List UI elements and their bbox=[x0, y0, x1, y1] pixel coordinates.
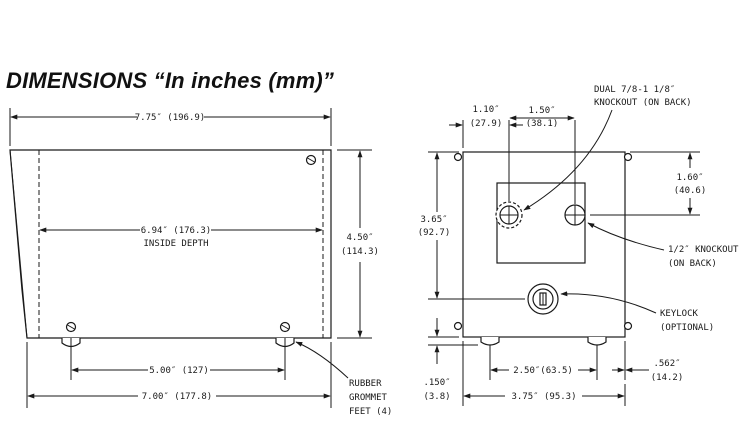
overall-width-label: 7.75″ (196.9) bbox=[135, 113, 205, 123]
page-title: DIMENSIONS “In inches (mm)” bbox=[6, 68, 335, 93]
feet-spacing-label: 5.00″ (127) bbox=[149, 366, 209, 376]
base-width-label: 7.00″ (177.8) bbox=[142, 392, 212, 402]
screw-icon bbox=[623, 321, 633, 331]
dual-knockout-label-line2: KNOCKOUT (ON BACK) bbox=[594, 98, 692, 108]
grommet-label-line3: FEET (4) bbox=[349, 407, 392, 417]
screw-icon bbox=[453, 152, 463, 162]
front-height-in: 3.65″ bbox=[420, 215, 447, 225]
screw-icon bbox=[453, 321, 463, 331]
half-knockout-label-line1: 1/2″ KNOCKOUT bbox=[668, 245, 739, 255]
half-knockout-label-line2: (ON BACK) bbox=[668, 259, 717, 269]
front-width-label: 3.75″ (95.3) bbox=[511, 392, 576, 402]
foot-offset-mm: (14.2) bbox=[651, 373, 684, 383]
inside-depth-value: 6.94″ (176.3) bbox=[141, 226, 211, 236]
inside-depth-label: INSIDE DEPTH bbox=[143, 239, 208, 249]
spacing-in: 1.50″ bbox=[528, 106, 555, 116]
screw-icon bbox=[623, 152, 633, 162]
grommet-foot-icon bbox=[587, 337, 607, 346]
screw-icon bbox=[65, 321, 77, 333]
side-height-in: 4.50″ bbox=[346, 233, 373, 243]
grommet-foot-icon bbox=[480, 337, 500, 346]
grommet-label-line1: RUBBER bbox=[349, 379, 382, 389]
screw-icon bbox=[279, 321, 291, 333]
grommet-label-line2: GROMMET bbox=[349, 393, 388, 403]
side-view: 7.75″ (196.9) 6.94″ (176.3) INSIDE DEPTH… bbox=[9, 108, 392, 417]
offset-left-mm: (27.9) bbox=[470, 119, 503, 129]
keylock-label-line1: KEYLOCK bbox=[660, 309, 699, 319]
side-view-body bbox=[9, 149, 332, 339]
front-height-mm: (92.7) bbox=[418, 228, 451, 238]
side-view-slope-edge bbox=[9, 149, 28, 339]
offset-left-in: 1.10″ bbox=[472, 105, 499, 115]
spacing-mm: (38.1) bbox=[526, 119, 559, 129]
front-view: 1.10″ (27.9) 1.50″ (38.1) DUAL 7/8-1 1/8… bbox=[418, 85, 739, 406]
dual-knockout-icon bbox=[495, 201, 523, 229]
front-feet-spacing: 2.50″(63.5) bbox=[513, 366, 573, 376]
screw-icon bbox=[305, 154, 317, 166]
half-inch-knockout-icon bbox=[564, 204, 586, 226]
side-height-mm: (114.3) bbox=[341, 247, 379, 257]
dual-knockout-label-line1: DUAL 7/8-1 1/8″ bbox=[594, 85, 675, 95]
foot-height-mm: (3.8) bbox=[423, 392, 450, 402]
keylock-icon bbox=[527, 283, 559, 315]
top-offset-mm: (40.6) bbox=[674, 186, 707, 196]
top-offset-in: 1.60″ bbox=[676, 173, 703, 183]
keylock-label-line2: (OPTIONAL) bbox=[660, 323, 714, 333]
foot-offset-in: .562″ bbox=[653, 359, 680, 369]
foot-height-in: .150″ bbox=[423, 378, 450, 388]
